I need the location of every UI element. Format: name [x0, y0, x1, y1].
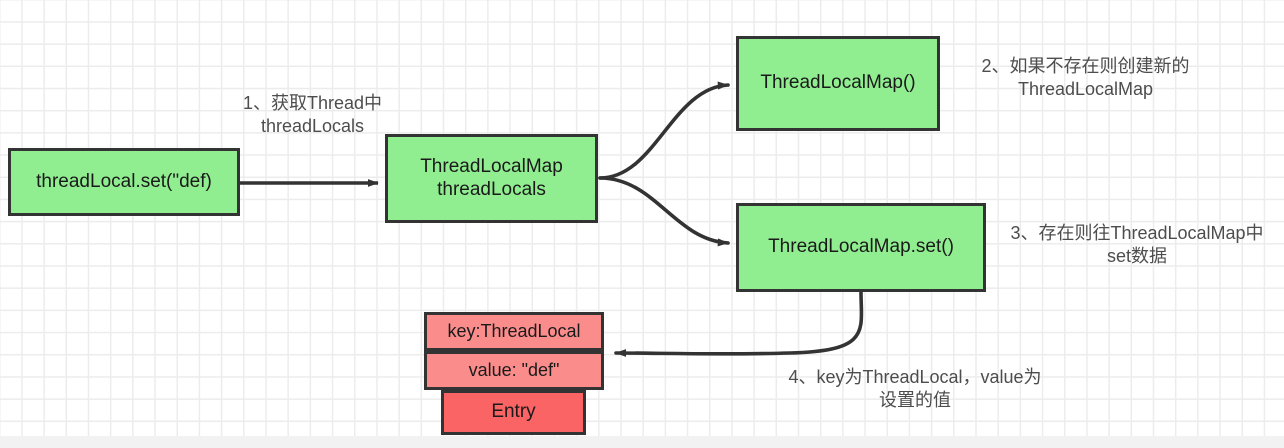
annotation-step-4: 4、key为ThreadLocal，value为 设置的值: [788, 367, 1042, 410]
node-entry-title[interactable]: Entry: [441, 390, 586, 435]
node-threadlocalmap-constructor[interactable]: ThreadLocalMap(): [736, 36, 940, 131]
node-entry-key-row[interactable]: key:ThreadLocal: [424, 312, 604, 351]
node-threadlocal-set[interactable]: threadLocal.set("def): [8, 148, 240, 216]
node-threadlocalmap-threadlocals[interactable]: ThreadLocalMap threadLocals: [385, 134, 598, 223]
annotation-step-2: 2、如果不存在则创建新的 ThreadLocalMap: [981, 56, 1190, 99]
node-entry-value-row[interactable]: value: "def": [424, 351, 604, 390]
annotation-step-1: 1、获取Thread中 threadLocals: [242, 93, 383, 136]
node-threadlocalmap-set[interactable]: ThreadLocalMap.set(): [736, 203, 986, 292]
annotation-step-3: 3、存在则往ThreadLocalMap中 set数据: [1010, 223, 1264, 266]
